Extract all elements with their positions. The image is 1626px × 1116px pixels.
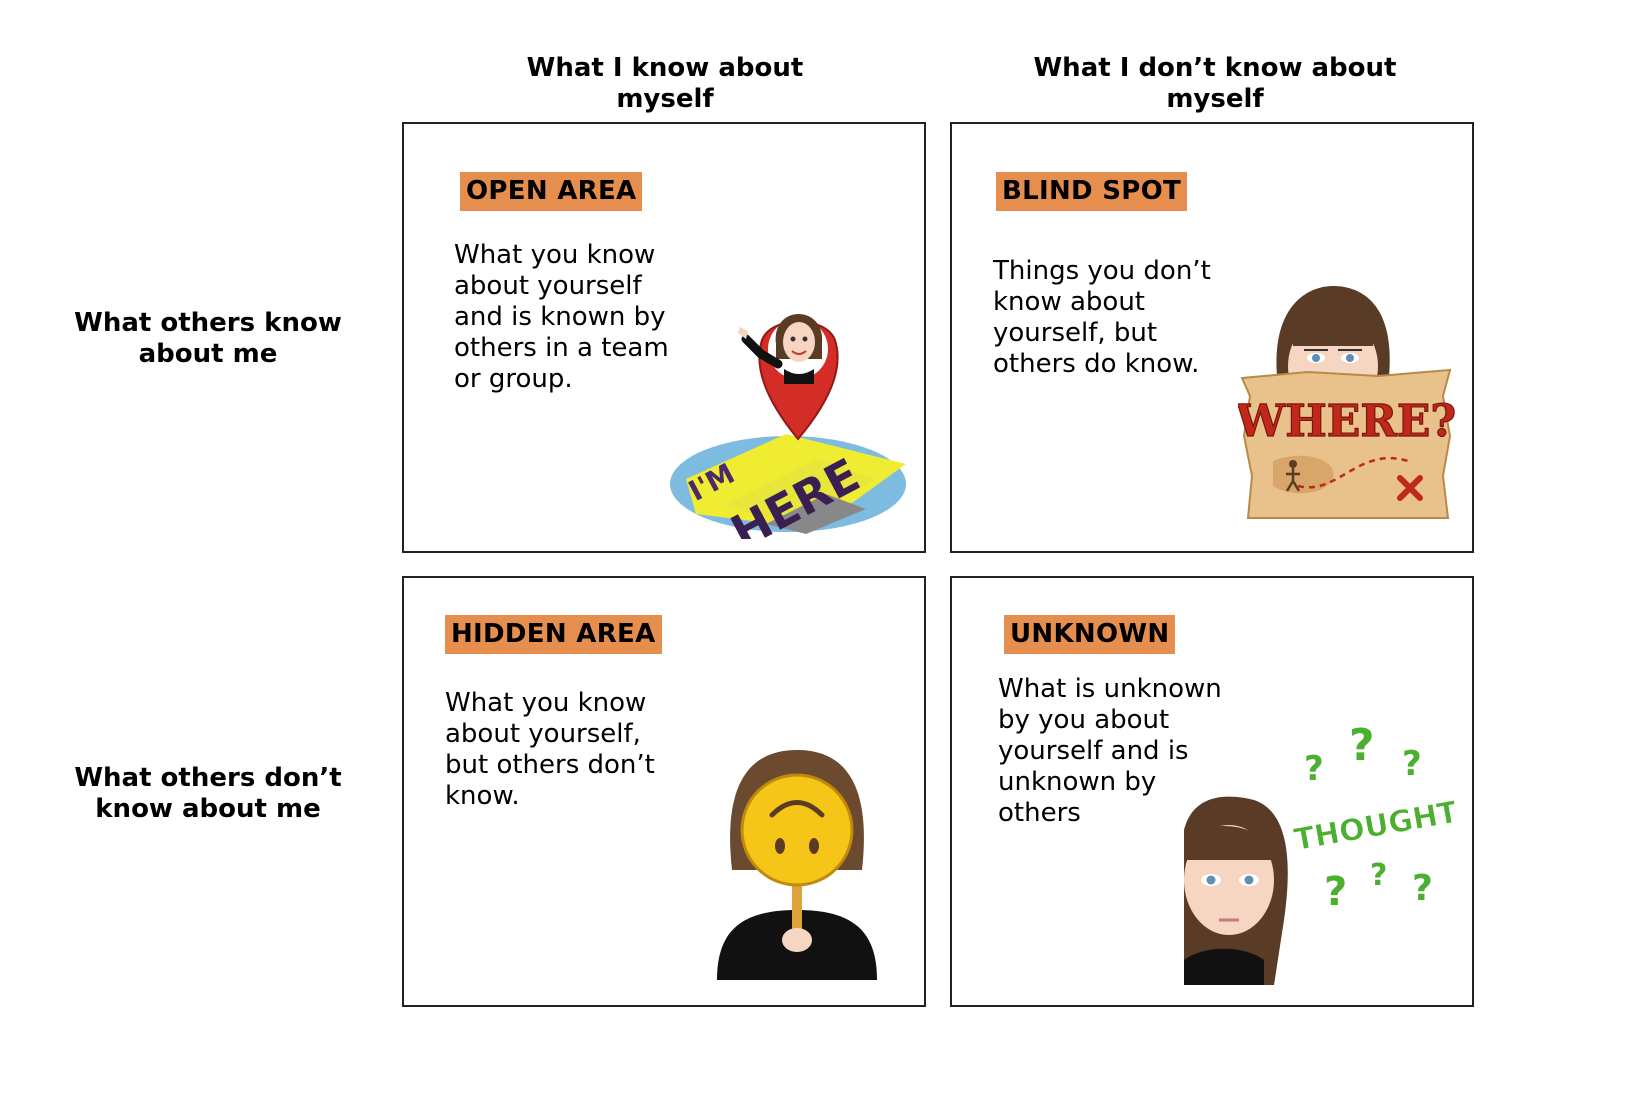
quadrant-label-blind-spot: BLIND SPOT — [996, 172, 1188, 211]
quadrant-open-area: OPEN AREA What you know about yourself a… — [402, 122, 926, 553]
question-mark-6: ? — [1412, 868, 1433, 909]
column-header-known-to-self: What I know about myself — [526, 53, 804, 114]
quadrant-unknown: UNKNOWN What is unknown by you about you… — [950, 576, 1474, 1007]
question-mark-3: ? — [1402, 744, 1422, 784]
question-mark-4: ? — [1324, 869, 1347, 915]
quadrant-description-hidden-area: What you know about yourself, but others… — [445, 688, 655, 811]
quadrant-blind-spot: BLIND SPOT Things you don’t know about y… — [950, 122, 1474, 553]
where-map-text: WHERE? — [1238, 396, 1456, 447]
where-map-illustration: WHERE? — [1238, 286, 1458, 526]
smiley-mask-illustration — [712, 750, 882, 980]
im-here-map-pin-illustration: I'M HERE — [666, 284, 916, 539]
quadrant-description-unknown: What is unknown by you about yourself an… — [998, 674, 1222, 828]
question-mark-5: ? — [1370, 858, 1387, 893]
question-mark-1: ? — [1304, 749, 1324, 789]
row-header-known-to-others: What others know about me — [74, 308, 342, 369]
quadrant-label-unknown: UNKNOWN — [1004, 615, 1176, 654]
quadrant-hidden-area: HIDDEN AREA What you know about yourself… — [402, 576, 926, 1007]
thoughts-question-illustration: ? ? ? THOUGHTS? ? ? ? — [1184, 720, 1454, 985]
quadrant-label-hidden-area: HIDDEN AREA — [445, 615, 662, 654]
row-header-unknown-to-others: What others don’t know about me — [74, 763, 342, 824]
column-header-unknown-to-self: What I don’t know about myself — [1033, 53, 1397, 114]
thoughts-sticker-text: THOUGHTS? — [1292, 788, 1454, 858]
question-mark-2: ? — [1349, 720, 1375, 771]
quadrant-description-open-area: What you know about yourself and is know… — [454, 240, 669, 394]
quadrant-label-open-area: OPEN AREA — [460, 172, 643, 211]
quadrant-description-blind-spot: Things you don’t know about yourself, bu… — [993, 256, 1211, 379]
